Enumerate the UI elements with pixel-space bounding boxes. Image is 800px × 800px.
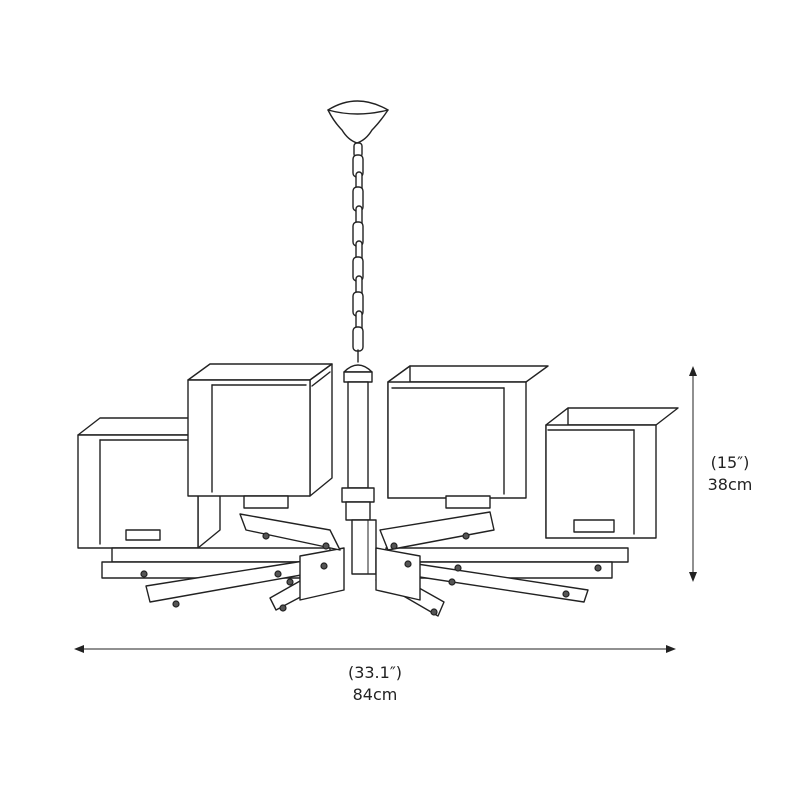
width-inches-text: (33.1″) bbox=[347, 663, 403, 682]
suspension-chain bbox=[352, 142, 364, 363]
arm-right bbox=[375, 547, 629, 617]
width-dimension-line bbox=[74, 645, 676, 653]
lamp-shade-far-left bbox=[77, 417, 221, 549]
height-cm-text: 38cm bbox=[707, 475, 753, 494]
width-label: (33.1″) 84cm bbox=[330, 662, 420, 706]
height-label: (15″) 38cm bbox=[690, 452, 770, 496]
height-inches-text: (15″) bbox=[710, 453, 750, 472]
lamp-shade-inner-left bbox=[187, 363, 341, 551]
height-dimension-line bbox=[689, 366, 697, 582]
arm-left bbox=[101, 547, 345, 612]
width-cm-text: 84cm bbox=[352, 685, 398, 704]
lamp-shade-far-right bbox=[545, 407, 679, 539]
lamp-shade-inner-right bbox=[379, 365, 549, 551]
ceiling-canopy bbox=[327, 100, 389, 144]
center-column bbox=[341, 364, 377, 575]
